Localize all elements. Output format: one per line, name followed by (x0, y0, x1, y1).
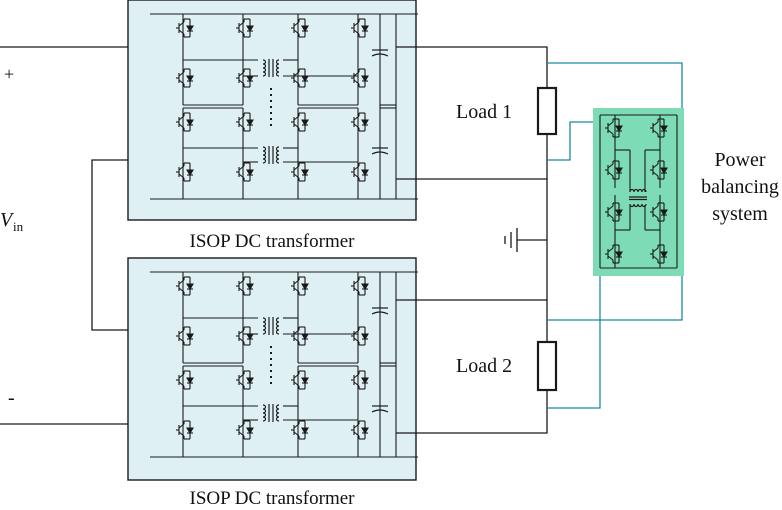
vin-subscript: in (13, 219, 24, 234)
dct-bottom-box (127, 257, 417, 481)
output-wiring (396, 46, 548, 434)
dct-bottom-label: ISOP DC transformer (190, 488, 356, 509)
pbs-label-line1: Power (714, 149, 765, 171)
load2-label: Load 2 (456, 355, 512, 377)
vin-label: V (0, 209, 15, 231)
dct-top-box (127, 0, 417, 221)
dct-top-label: ISOP DC transformer (190, 231, 356, 252)
pbs-label-line3: system (712, 203, 768, 225)
load2-resistor (536, 340, 558, 392)
pbs-circuit (599, 114, 678, 269)
load1-resistor (536, 86, 558, 136)
pbs-label-line2: balancing (701, 176, 779, 198)
input-wiring (0, 46, 128, 425)
load1-label: Load 1 (456, 101, 512, 123)
minus-sign: - (8, 387, 15, 409)
plus-sign: + (4, 64, 14, 84)
